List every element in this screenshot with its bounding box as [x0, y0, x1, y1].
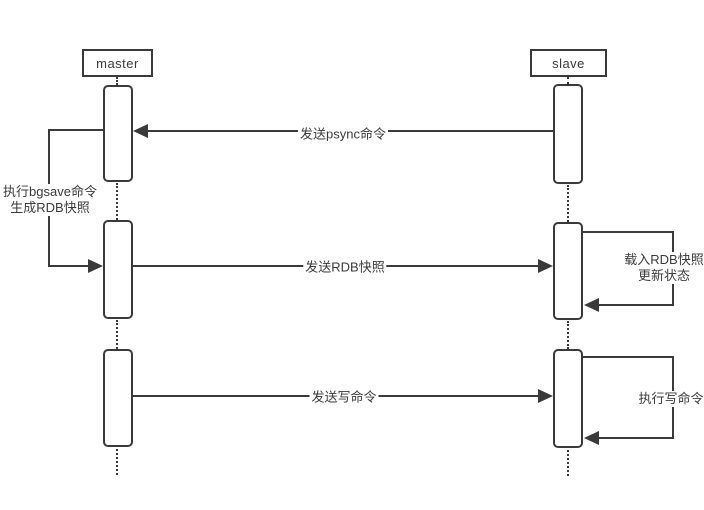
- arrowhead-right-icon: [538, 259, 553, 273]
- arrowhead-left-icon: [133, 124, 148, 138]
- activation-master-3: [103, 349, 133, 447]
- self-load-rdb-label: 载入RDB快照 更新状态: [614, 252, 704, 284]
- lifeline-master-segment: [116, 77, 118, 85]
- self-loop-load-line-bottom: [598, 304, 674, 306]
- lifeline-master-segment: [116, 183, 118, 220]
- participant-slave-label: slave: [552, 55, 585, 71]
- arrowhead-left-icon: [584, 431, 599, 445]
- self-bgsave-label-line1: 执行bgsave命令: [3, 184, 97, 199]
- arrowhead-right-icon: [538, 389, 553, 403]
- activation-slave-1: [553, 84, 583, 184]
- lifeline-slave-segment: [567, 321, 569, 349]
- participant-master: master: [82, 49, 153, 77]
- lifeline-slave-segment: [567, 185, 569, 222]
- activation-master-1: [103, 85, 133, 182]
- self-loop-load-line-top: [583, 231, 674, 233]
- self-bgsave-label-line2: 生成RDB快照: [10, 200, 90, 215]
- activation-master-2: [103, 220, 133, 319]
- arrowhead-left-icon: [584, 298, 599, 312]
- lifeline-master-segment: [116, 320, 118, 349]
- activation-slave-3: [553, 349, 583, 448]
- lifeline-master-segment: [116, 449, 118, 475]
- self-exec-write-label-line1: 执行写命令: [638, 391, 704, 406]
- self-bgsave-label: 执行bgsave命令 生成RDB快照: [0, 184, 100, 216]
- self-exec-write-label: 执行写命令: [621, 391, 704, 407]
- self-call-bgsave-line-top: [48, 129, 103, 131]
- self-loop-write-line-top: [583, 356, 674, 358]
- self-load-rdb-label-line1: 载入RDB快照: [624, 252, 704, 267]
- participant-slave: slave: [530, 49, 607, 77]
- self-call-bgsave-line-bottom: [48, 265, 89, 267]
- lifeline-slave-segment: [567, 77, 569, 84]
- activation-slave-2: [553, 222, 583, 320]
- self-load-rdb-label-line2: 更新状态: [637, 268, 690, 283]
- message-write-label: 发送写命令: [309, 388, 379, 406]
- message-psync-label: 发送psync命令: [298, 125, 388, 143]
- message-rdb-label: 发送RDB快照: [303, 258, 387, 276]
- lifeline-slave-segment: [567, 450, 569, 476]
- arrowhead-right-icon: [88, 259, 103, 273]
- participant-master-label: master: [96, 55, 139, 71]
- self-loop-write-line-bottom: [598, 437, 674, 439]
